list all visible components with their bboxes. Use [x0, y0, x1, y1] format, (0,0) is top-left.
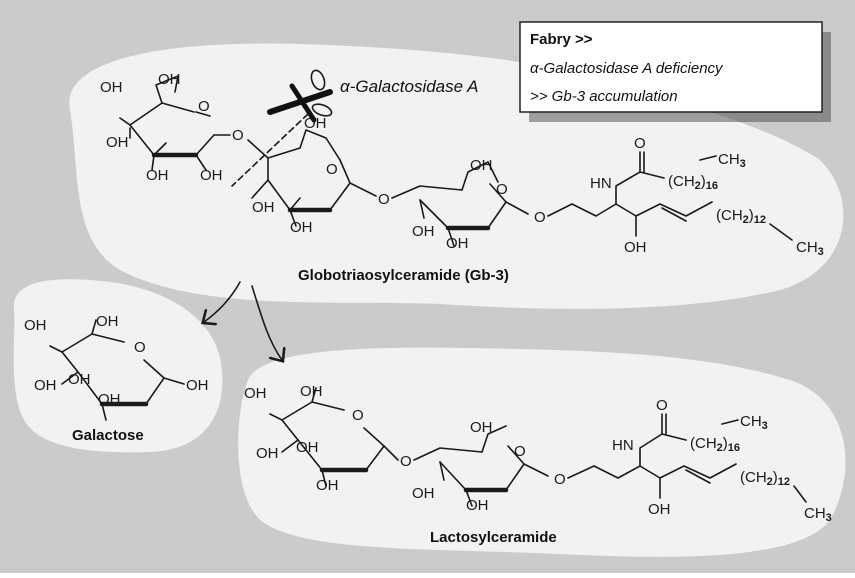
- chain-ch2: (CH2)12: [740, 469, 790, 488]
- info-accumulation: >> Gb-3 accumulation: [530, 88, 678, 105]
- chain-ch3: CH3: [718, 151, 746, 170]
- chain-ch3: CH3: [740, 413, 768, 432]
- chain-ch3: CH3: [796, 239, 824, 258]
- gb3-label: Globotriaosylceramide (Gb-3): [298, 267, 509, 284]
- atom-oh: OH: [146, 167, 169, 184]
- atom-oh: OH: [24, 317, 47, 334]
- atom-o: O: [400, 453, 412, 470]
- atom-o: O: [134, 339, 146, 356]
- atom-o: O: [496, 181, 508, 198]
- galactose-label: Galactose: [72, 427, 144, 444]
- atom-hn: HN: [590, 175, 612, 192]
- atom-oh: OH: [290, 219, 313, 236]
- atom-o: O: [378, 191, 390, 208]
- atom-oh: OH: [100, 79, 123, 96]
- atom-oh: OH: [158, 71, 181, 88]
- atom-oh: OH: [446, 235, 469, 252]
- arrow-to-galactose: [204, 281, 241, 322]
- chain-ch2: (CH2)16: [690, 435, 740, 454]
- atom-o: O: [656, 397, 668, 414]
- atom-oh: OH: [252, 199, 275, 216]
- atom-oh: OH: [200, 167, 223, 184]
- lactosylceramide-structure: OH OH O OH OH OH O OH O OH OH O HN O OH …: [244, 383, 832, 524]
- chain-ch3: CH3: [804, 505, 832, 524]
- atom-oh: OH: [296, 439, 319, 456]
- atom-oh: OH: [412, 223, 435, 240]
- lactosylceramide-blob: [238, 347, 846, 557]
- atom-oh: OH: [648, 501, 671, 518]
- atom-o: O: [634, 135, 646, 152]
- cleavage-line: [231, 113, 309, 187]
- atom-oh: OH: [300, 383, 323, 400]
- atom-oh: OH: [470, 419, 493, 436]
- atom-oh: OH: [186, 377, 209, 394]
- atom-o: O: [232, 127, 244, 144]
- atom-oh: OH: [466, 497, 489, 514]
- atom-oh: OH: [256, 445, 279, 462]
- atom-o: O: [326, 161, 338, 178]
- galactose-structure: OH OH O OH OH OH OH: [24, 313, 209, 421]
- info-title: Fabry >>: [530, 31, 593, 48]
- atom-oh: OH: [106, 134, 129, 151]
- atom-oh: OH: [244, 385, 267, 402]
- atom-oh: OH: [34, 377, 57, 394]
- atom-o: O: [352, 407, 364, 424]
- atom-oh: OH: [624, 239, 647, 256]
- enzyme-label: α-Galactosidase A: [340, 77, 479, 96]
- atom-oh: OH: [68, 371, 91, 388]
- info-deficiency: α-Galactosidase A deficiency: [530, 60, 724, 77]
- chain-ch2: (CH2)12: [716, 207, 766, 226]
- atom-oh: OH: [304, 115, 327, 132]
- atom-oh: OH: [470, 157, 493, 174]
- atom-oh: OH: [412, 485, 435, 502]
- lactosylceramide-label: Lactosylceramide: [430, 529, 557, 546]
- info-box: Fabry >> α-Galactosidase A deficiency >>…: [519, 21, 831, 122]
- atom-oh: OH: [96, 313, 119, 330]
- atom-o: O: [198, 98, 210, 115]
- atom-o: O: [514, 443, 526, 460]
- atom-o: O: [554, 471, 566, 488]
- arrow-to-lactosylceramide: [251, 285, 282, 360]
- atom-o: O: [534, 209, 546, 226]
- galactose-blob: [13, 279, 223, 453]
- atom-hn: HN: [612, 437, 634, 454]
- chain-ch2: (CH2)16: [668, 173, 718, 192]
- atom-oh: OH: [98, 391, 121, 408]
- scissors-icon: [267, 69, 333, 123]
- gb3-structure: OH OH O OH OH OH O O OH OH OH O OH O OH …: [100, 71, 824, 258]
- atom-oh: OH: [316, 477, 339, 494]
